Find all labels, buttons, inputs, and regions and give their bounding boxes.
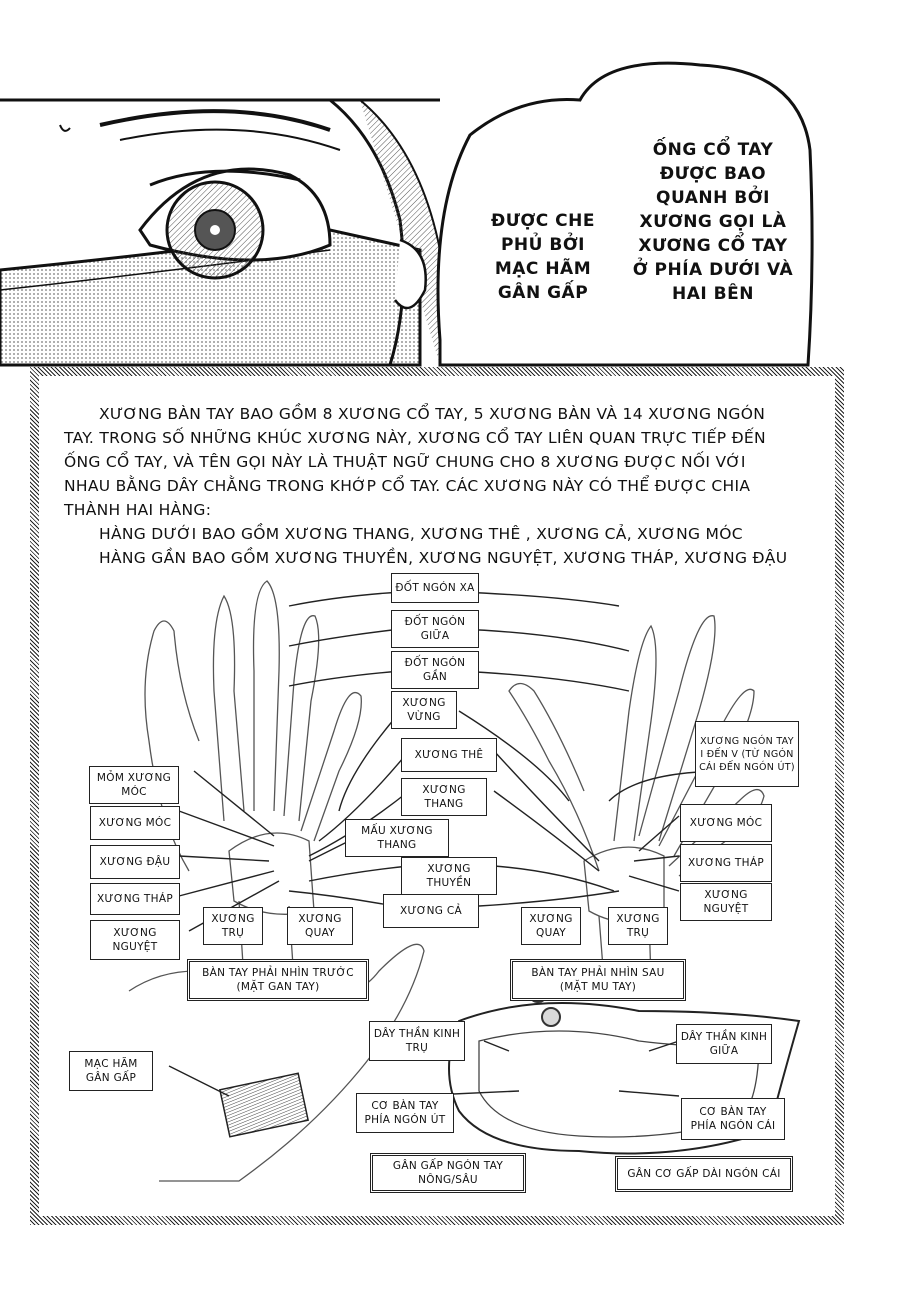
arrow-line <box>193 770 275 837</box>
left-little-bone <box>300 691 362 842</box>
eye-closeup-art <box>0 61 814 367</box>
label-gan-co-gap-dai: GÂN CƠ GẤP DÀI NGÓN CÁI <box>615 1156 793 1192</box>
label-xuong-thap-right: XƯƠNG THÁP <box>680 844 772 882</box>
cross-section-inner <box>478 1030 760 1138</box>
bubble-right-line: HAI BÊN <box>672 284 754 304</box>
bubble-right-line: XƯƠNG GỌI LÀ <box>639 212 787 232</box>
flexor-retinaculum-band <box>218 1072 310 1138</box>
speech-bubble-right: ỐNG CỔ TAY ĐƯỢC BAO QUANH BỞI XƯƠNG GỌI … <box>628 138 798 306</box>
intro-line: ỐNG CỔ TAY, VÀ TÊN GỌI NÀY LÀ THUẬT NGỮ … <box>64 453 746 471</box>
bubble-right-line: Ở PHÍA DƯỚI VÀ <box>632 260 794 280</box>
label-xuong-quay-left: XƯƠNG QUAY <box>287 907 353 945</box>
arrow-line <box>483 1040 510 1052</box>
left-middle-bone <box>252 580 280 812</box>
label-xuong-vung: XƯƠNG VỪNG <box>391 691 457 729</box>
caption-back-view: BÀN TAY PHẢI NHÌN SAU (MẶT MU TAY) <box>510 959 686 1001</box>
bubble-left-line: ĐƯỢC CHE <box>490 211 595 231</box>
arrow-line <box>458 628 630 652</box>
label-xuong-tru-left: XƯƠNG TRỤ <box>203 907 263 945</box>
arrow-line <box>178 810 275 847</box>
arrow-line <box>288 670 402 687</box>
label-mom-xuong-moc: MỎM XƯƠNG MÓC <box>89 766 179 804</box>
label-xuong-dau: XƯƠNG ĐẬU <box>90 845 180 879</box>
arrow-line <box>338 710 402 812</box>
arrow-line <box>288 628 402 647</box>
label-dot-ngon-giua: ĐỐT NGÓN GIỮA <box>391 610 479 648</box>
label-xuong-thap-left: XƯƠNG THÁP <box>90 883 180 915</box>
label-xuong-nguyet-left: XƯƠNG NGUYỆT <box>90 920 180 960</box>
label-dot-ngon-gan: ĐỐT NGÓN GẦN <box>391 651 479 689</box>
arrow-line <box>478 890 620 907</box>
label-mau-xuong-thang: MẤU XƯƠNG THANG <box>345 819 449 857</box>
intro-paragraph: XƯƠNG BÀN TAY BAO GỒM 8 XƯƠNG CỔ TAY, 5 … <box>99 402 839 426</box>
carpal-rows: HÀNG DƯỚI BAO GỒM XƯƠNG THANG, XƯƠNG THÊ… <box>99 522 839 570</box>
intro-line: THÀNH HAI HÀNG: <box>64 501 212 519</box>
anatomy-info-panel: XƯƠNG BÀN TAY BAO GỒM 8 XƯƠNG CỔ TAY, 5 … <box>30 367 844 1225</box>
label-mac-ham-gan-gap: MẠC HÃM GÂN GẤP <box>69 1051 153 1091</box>
arrow-line <box>638 815 680 852</box>
left-ring-bone <box>283 615 320 822</box>
label-day-than-kinh-giua: DÂY THẦN KINH GIỮA <box>676 1024 772 1064</box>
label-gan-gap-ngon-tay: GÂN GẤP NGÓN TAY NÔNG/SÂU <box>370 1153 526 1193</box>
arrow-line <box>178 870 275 897</box>
row-upper-text: HÀNG GẦN BAO GỒM XƯƠNG THUYỀN, XƯƠNG NGU… <box>99 549 788 567</box>
arrow-line <box>628 875 680 892</box>
bubble-left-line: GÂN GẤP <box>497 283 589 303</box>
label-xuong-moc-right: XƯƠNG MÓC <box>680 804 772 842</box>
label-xuong-tru-right: XƯƠNG TRỤ <box>608 907 668 945</box>
bubble-right-line: ĐƯỢC BAO <box>659 164 767 184</box>
arrow-line <box>288 591 402 607</box>
bubble-right-line: ỐNG CỔ TAY <box>652 140 774 160</box>
top-manga-panel: ĐƯỢC CHE PHỦ BỞI MẠC HÃM GÂN GẤP ỐNG CỔ … <box>0 0 900 370</box>
arrow-line <box>288 890 395 907</box>
bubble-right-line: XƯƠNG CỔ TAY <box>638 236 788 256</box>
row-lower-text: HÀNG DƯỚI BAO GỒM XƯƠNG THANG, XƯƠNG THÊ… <box>99 525 743 543</box>
label-xuong-ca: XƯƠNG CẢ <box>383 894 479 928</box>
bubble-left-line: PHỦ BỞI <box>500 235 586 255</box>
arrow-line <box>168 1065 230 1097</box>
label-xuong-ngon-tay: XƯƠNG NGÓN TAY I ĐẾN V (TỪ NGÓN CÁI ĐẾN … <box>695 721 799 787</box>
caption-front-view: BÀN TAY PHẢI NHÌN TRƯỚC (MẶT GAN TAY) <box>187 959 369 1001</box>
arrow-line <box>633 855 680 862</box>
right-middle-bone <box>638 615 716 842</box>
label-arrows <box>168 591 730 1097</box>
label-xuong-thuyen: XƯƠNG THUYỀN <box>401 857 497 895</box>
right-index-bone <box>613 624 657 842</box>
label-xuong-thang: XƯƠNG THANG <box>401 778 487 816</box>
label-co-ban-tay-ngon-cai: CƠ BÀN TAY PHÍA NGÓN CÁI <box>681 1098 785 1140</box>
right-thumb-bone <box>508 682 600 872</box>
label-xuong-nguyet-right: XƯƠNG NGUYỆT <box>680 883 772 921</box>
bubble-right-line: QUANH BỞI <box>656 188 770 208</box>
arrow-line <box>178 855 270 862</box>
label-xuong-quay-right: XƯƠNG QUAY <box>521 907 581 945</box>
arrow-line <box>648 1040 680 1052</box>
intro-line: TAY. TRONG SỐ NHỮNG KHÚC XƯƠNG NÀY, XƯƠN… <box>64 429 766 447</box>
label-dot-ngon-xa: ĐỐT NGÓN XA <box>391 573 479 603</box>
arrow-line <box>458 670 630 692</box>
arrow-line <box>493 865 615 892</box>
intro-line: NHAU BẰNG DÂY CHẰNG TRONG KHỚP CỔ TAY. C… <box>64 477 751 495</box>
arrow-line <box>458 591 620 607</box>
speech-bubble-left: ĐƯỢC CHE PHỦ BỞI MẠC HÃM GÂN GẤP <box>468 209 618 305</box>
label-xuong-the: XƯƠNG THÊ <box>401 738 497 772</box>
arrow-line <box>493 790 600 872</box>
arrow-line <box>318 750 410 842</box>
left-index-bone <box>212 594 245 822</box>
arrow-line <box>308 865 410 882</box>
finger-marker-dot <box>541 1007 561 1027</box>
arrow-line <box>618 1090 680 1097</box>
intro-paragraph-cont: TAY. TRONG SỐ NHỮNG KHÚC XƯƠNG NÀY, XƯƠN… <box>64 426 834 522</box>
label-co-ban-tay-ngon-ut: CƠ BÀN TAY PHÍA NGÓN ÚT <box>356 1093 454 1133</box>
intro-line: XƯƠNG BÀN TAY BAO GỒM 8 XƯƠNG CỔ TAY, 5 … <box>99 405 766 423</box>
bubble-left-line: MẠC HÃM <box>494 259 592 279</box>
arrow-line <box>458 710 570 802</box>
label-day-than-kinh-tru: DÂY THẦN KINH TRỤ <box>369 1021 465 1061</box>
label-xuong-moc-left: XƯƠNG MÓC <box>90 806 180 840</box>
arrow-line <box>493 750 600 862</box>
